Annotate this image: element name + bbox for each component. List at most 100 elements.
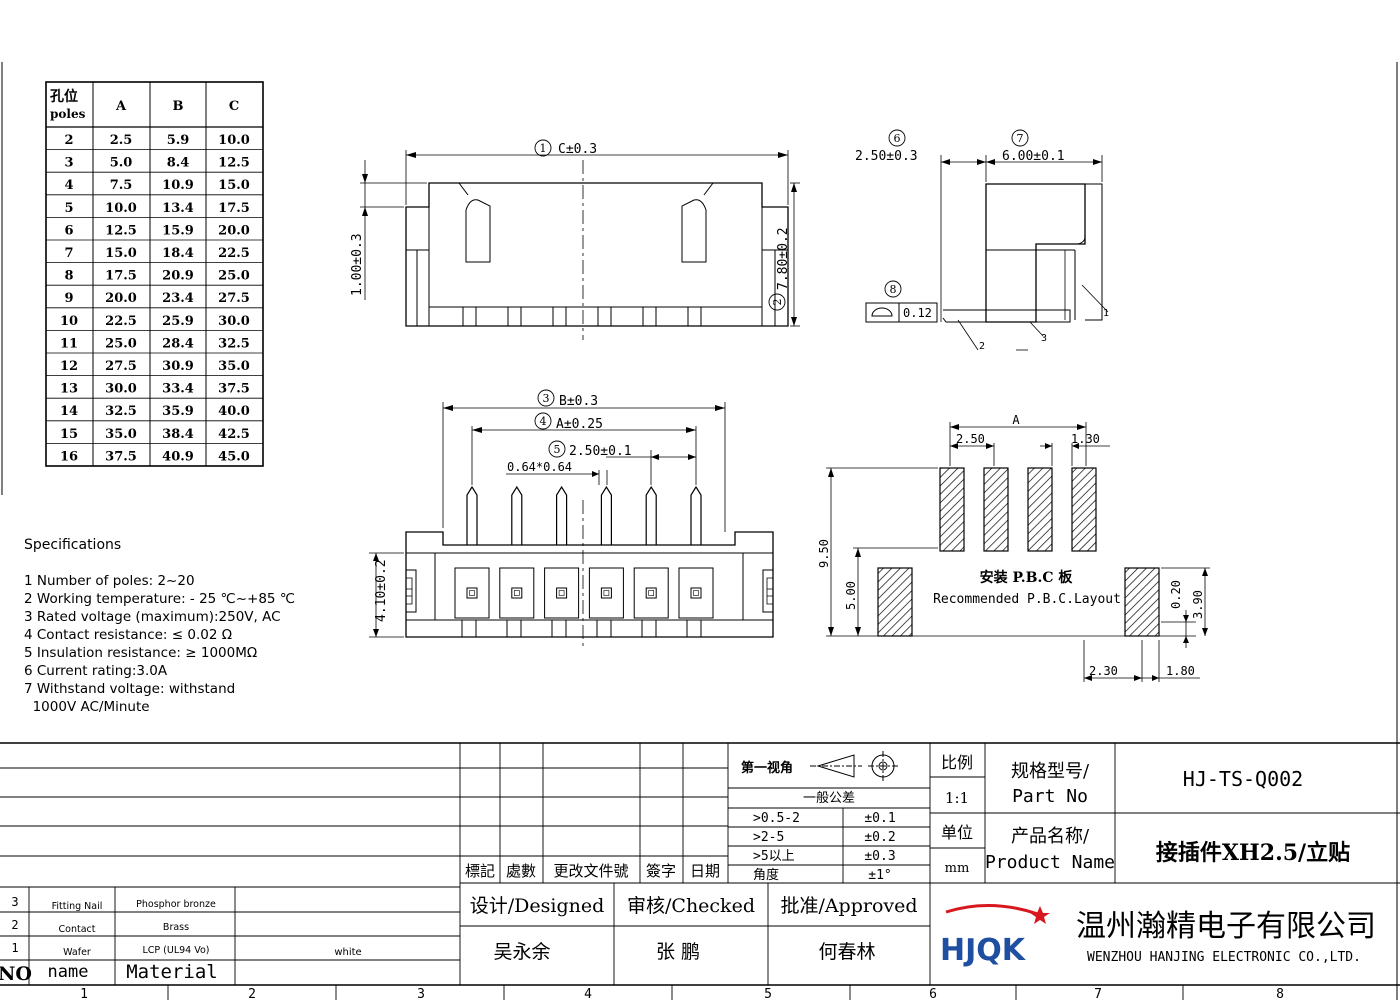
dim-8-number: 8 <box>890 283 897 296</box>
table-header-c: C <box>229 99 239 114</box>
table-cell-poles: 3 <box>64 156 73 171</box>
logo-star-icon <box>1030 906 1050 924</box>
table-cell-value: 17.5 <box>105 269 137 284</box>
spec-line: 2 Working temperature: - 25 ℃~+85 ℃ <box>24 591 295 607</box>
tolerance-value: ±0.3 <box>864 849 895 864</box>
table-cell-poles: 8 <box>64 269 73 284</box>
pcb-dim-2-30: 2.30 <box>1089 664 1118 678</box>
dim-pitch: 2.50±0.1 <box>569 444 632 459</box>
contact-window <box>645 587 657 599</box>
contact-window <box>556 587 568 599</box>
contact-pin <box>645 485 657 545</box>
revision-header: 更改文件號 <box>553 862 628 880</box>
pcb-dim-pitch: 2.50 <box>956 432 985 446</box>
zone-number: 2 <box>248 987 256 1000</box>
table-cell-poles: 9 <box>64 291 73 306</box>
pcb-nail-pad-right <box>1124 567 1160 637</box>
table-cell-value: 10.9 <box>162 178 194 193</box>
table-cell-value: 5.0 <box>110 156 133 171</box>
tolerance-value: ±0.1 <box>864 811 895 826</box>
tolerance-range: 角度 <box>753 867 779 883</box>
pcb-pad-3 <box>1027 467 1053 552</box>
table-cell-poles: 12 <box>60 359 78 374</box>
table-cell-poles: 13 <box>60 382 78 397</box>
tolerance-range: >5以上 <box>753 849 795 864</box>
table-cell-value: 35.9 <box>162 404 194 419</box>
contact-tip <box>603 590 610 596</box>
table-cell-value: 33.4 <box>162 382 194 397</box>
bom-item-material: LCP (UL94 Vo) <box>142 945 209 956</box>
dim-1-number: 1 <box>540 142 547 155</box>
table-cell-poles: 4 <box>64 178 73 193</box>
view-label: 第一视角 <box>741 760 793 776</box>
bom-item-name: Wafer <box>63 947 91 958</box>
table-cell-value: 40.9 <box>162 449 194 464</box>
bom-item-material: Phosphor bronze <box>136 899 216 910</box>
approver-name: 何春林 <box>818 941 875 963</box>
dim-1-00: 1.00±0.3 <box>350 233 365 296</box>
table-cell-value: 30.0 <box>105 382 137 397</box>
dim-5-number: 5 <box>554 443 561 456</box>
table-cell-value: 22.5 <box>105 314 137 329</box>
table-cell-value: 22.5 <box>218 246 250 261</box>
bom-item-no: 2 <box>11 918 18 932</box>
table-cell-value: 12.5 <box>218 156 250 171</box>
table-cell-poles: 15 <box>60 427 78 442</box>
pcb-dimension-lines <box>826 422 1210 682</box>
bom-item-no: 3 <box>11 895 18 909</box>
dim-3-number: 3 <box>543 392 550 405</box>
table-header-en: poles <box>50 107 86 121</box>
dim-4-number: 4 <box>540 415 547 428</box>
tolerance-value: ±1° <box>868 868 891 883</box>
contact-pin <box>600 485 612 545</box>
tolerance-table: >0.5-2±0.1>2-5±0.2>5以上±0.3角度±1° <box>753 811 896 883</box>
unit-value: mm <box>945 861 970 876</box>
contact-cavity <box>454 567 490 619</box>
checked-label: 审核/Checked <box>627 895 755 917</box>
flatness-icon <box>871 307 893 317</box>
table-cell-value: 8.4 <box>167 156 190 171</box>
table-cell-value: 25.9 <box>162 314 194 329</box>
pcb-label-cn: 安装 P.B.C 板 <box>980 569 1074 586</box>
spec-line: 1 Number of poles: 2~20 <box>24 573 195 589</box>
tolerance-value: ±0.2 <box>864 830 895 845</box>
tolerance-range: >0.5-2 <box>753 811 800 826</box>
callout-circle-6 <box>888 129 906 147</box>
part-no-label-cn: 规格型号/ <box>1011 761 1090 782</box>
callout-circle-7 <box>1011 129 1029 147</box>
table-cell-value: 37.5 <box>218 382 250 397</box>
revision-header: 標記 <box>465 862 495 880</box>
table-cell-value: 35.0 <box>105 427 137 442</box>
spec-line: 5 Insulation resistance: ≥ 1000MΩ <box>24 645 257 661</box>
table-cell-value: 28.4 <box>162 336 194 351</box>
callout-2: 2 <box>979 341 985 352</box>
spec-line: 3 Rated voltage (maximum):250V, AC <box>24 609 281 625</box>
table-cell-value: 38.4 <box>162 427 194 442</box>
spec-line: 1000V AC/Minute <box>24 699 150 715</box>
front-view <box>405 160 789 340</box>
table-cell-value: 37.5 <box>105 449 137 464</box>
contact-pins <box>454 485 714 650</box>
table-header-cn: 孔位 <box>50 88 78 105</box>
dim-c: C±0.3 <box>558 142 597 157</box>
specs-list: 1 Number of poles: 2~20 2 Working tempera… <box>24 573 295 715</box>
table-cell-value: 32.5 <box>105 404 137 419</box>
contact-window <box>511 587 523 599</box>
revision-header: 簽字 <box>646 862 676 880</box>
unit-label: 单位 <box>941 823 973 842</box>
product-name: 接插件XH2.5/立贴 <box>1156 840 1350 866</box>
pcb-dim-0-20: 0.20 <box>1169 580 1183 609</box>
table-cell-value: 17.5 <box>218 201 250 216</box>
side-view <box>942 183 1103 323</box>
pcb-dim-9-50: 9.50 <box>817 539 831 568</box>
bom-header-no: NO <box>0 963 32 985</box>
tolerance-title: 一般公差 <box>803 790 855 806</box>
projection-symbol-icon <box>810 751 898 781</box>
part-no-label-en: Part No <box>1012 786 1088 807</box>
side-view-dimension-lines <box>940 155 1109 351</box>
flatness-symbol-box <box>865 302 900 323</box>
pcb-dim-3-90: 3.90 <box>1191 590 1205 619</box>
title-block-grid <box>0 742 1400 1000</box>
